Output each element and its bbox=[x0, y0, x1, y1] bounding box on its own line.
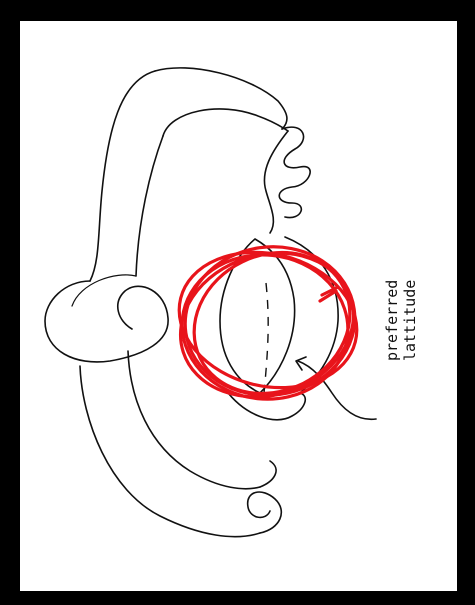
diagram-canvas: preferred lattitude bbox=[20, 21, 457, 591]
lens-outline bbox=[220, 239, 295, 393]
left-loop bbox=[45, 281, 168, 362]
knot-diagram: preferred lattitude bbox=[20, 21, 457, 591]
inner-left-strand bbox=[136, 136, 163, 276]
lower-hook bbox=[248, 492, 282, 533]
right-coil-bottom bbox=[264, 131, 288, 233]
inner-top-strand bbox=[163, 109, 288, 136]
label-preferred: preferred bbox=[383, 280, 401, 361]
lower-hook-inner bbox=[260, 461, 276, 487]
latitude-dashed-line bbox=[264, 283, 268, 393]
outer-left-strand bbox=[90, 71, 155, 281]
label-lattitude: lattitude bbox=[401, 280, 419, 361]
label-group: preferred lattitude bbox=[383, 280, 419, 361]
right-coil-top bbox=[279, 127, 310, 217]
